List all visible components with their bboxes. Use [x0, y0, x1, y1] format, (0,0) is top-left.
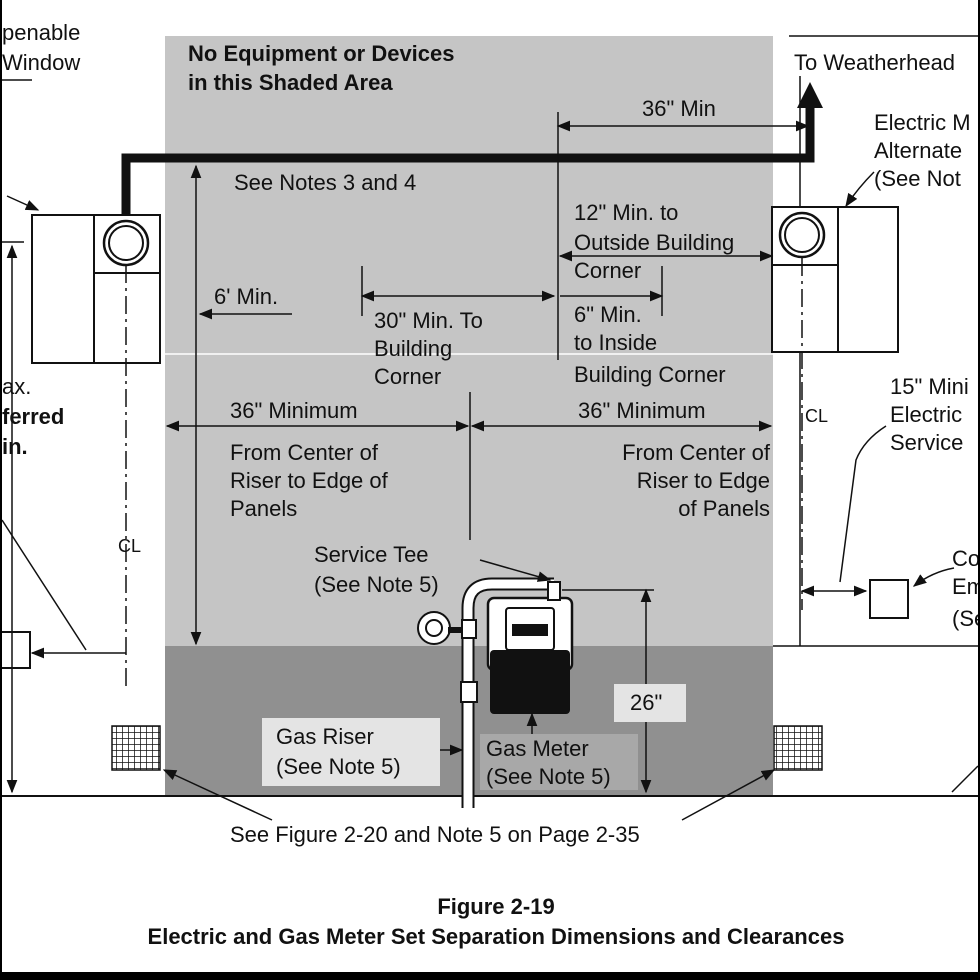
dim-36-top-label: 36" Min [642, 96, 716, 121]
window-label-a: penable [2, 20, 80, 45]
left-preferred-label: ferred [2, 404, 64, 429]
left-leader [2, 519, 87, 651]
alt-meter-leader [845, 171, 875, 208]
dim-12-label-b: Outside Building [574, 230, 734, 255]
shaded-area-title-a: No Equipment or Devices [188, 41, 455, 66]
dim-6in-label-b: to Inside [574, 330, 657, 355]
service-tee-label-a: Service Tee [314, 542, 429, 567]
dim-26-label: 26" [630, 690, 662, 715]
dim-30-label-c: Corner [374, 364, 441, 389]
service-tee-leader [479, 559, 552, 582]
shaded-area-title-b: in this Shaded Area [188, 70, 393, 95]
ground-grid-left [111, 725, 161, 771]
see-figure-leader-left [162, 769, 273, 821]
gas-riser-label-b: (See Note 5) [276, 754, 401, 779]
gas-meter-label-box [480, 734, 638, 790]
centerline-mark-left: CL [118, 536, 141, 556]
from-left-c: Panels [230, 496, 297, 521]
see-figure-note: See Figure 2-20 and Note 5 on Page 2-35 [230, 822, 640, 847]
r15-label-a: 15" Mini [890, 374, 969, 399]
comm-leader [912, 567, 955, 587]
gas-riser-label-a: Gas Riser [276, 724, 374, 749]
see-notes-label: See Notes 3 and 4 [234, 170, 416, 195]
dim-6ft-label: 6' Min. [214, 284, 278, 309]
from-left-a: From Center of [230, 440, 379, 465]
ground-grid-right [773, 725, 823, 771]
alt-meter-label-c: (See Not [874, 166, 961, 191]
window-label-b: Window [2, 50, 80, 75]
r15-leader [839, 425, 887, 583]
see-figure-leader-right [681, 769, 776, 821]
comm-label-b: Em [952, 574, 978, 599]
dim-12-label-c: Corner [574, 258, 641, 283]
centerline-mark-right: CL [805, 406, 828, 426]
right-ground-leader [951, 765, 978, 793]
dim-6in-label-a: 6" Min. [574, 302, 642, 327]
comm-label-a: Co [952, 546, 978, 571]
left-device-box [2, 631, 31, 669]
electric-meter-left [31, 214, 161, 364]
r15-label-c: Service [890, 430, 963, 455]
dim-6in-label-c: Building Corner [574, 362, 726, 387]
r15-label-b: Electric [890, 402, 962, 427]
dim-30-label-b: Building [374, 336, 452, 361]
weatherhead-arrow [797, 82, 823, 108]
left-min-label: in. [2, 434, 28, 459]
gas-riser-label-box [262, 718, 440, 786]
alt-meter-label-b: Alternate [874, 138, 962, 163]
left-meter-leader [6, 195, 40, 211]
figure-title: Electric and Gas Meter Set Separation Di… [148, 924, 845, 949]
figure-number: Figure 2-19 [437, 894, 554, 919]
electric-meter-right [771, 206, 899, 353]
alt-meter-label-a: Electric M [874, 110, 971, 135]
comm-box [869, 579, 909, 619]
from-right-c: of Panels [678, 496, 770, 521]
dim-30-label-a: 30" Min. To [374, 308, 483, 333]
gas-meter-label-b: (See Note 5) [486, 764, 611, 789]
dim-36-right-label: 36" Minimum [578, 398, 706, 423]
from-right-a: From Center of [622, 440, 771, 465]
from-right-b: Riser to Edge [637, 468, 770, 493]
from-left-b: Riser to Edge of [230, 468, 389, 493]
gas-meter-label-a: Gas Meter [486, 736, 589, 761]
service-tee-label-b: (See Note 5) [314, 572, 439, 597]
weatherhead-label: To Weatherhead [794, 50, 955, 75]
left-max-label: ax. [2, 374, 31, 399]
dim-12-label-a: 12" Min. to [574, 200, 678, 225]
comm-label-c: (Se [952, 606, 978, 631]
service-conduit [121, 108, 815, 234]
dim-36-left-label: 36" Minimum [230, 398, 358, 423]
dim-26-label-box [614, 684, 686, 722]
gas-meter-set [417, 577, 574, 808]
shaded-area-light [165, 36, 773, 646]
